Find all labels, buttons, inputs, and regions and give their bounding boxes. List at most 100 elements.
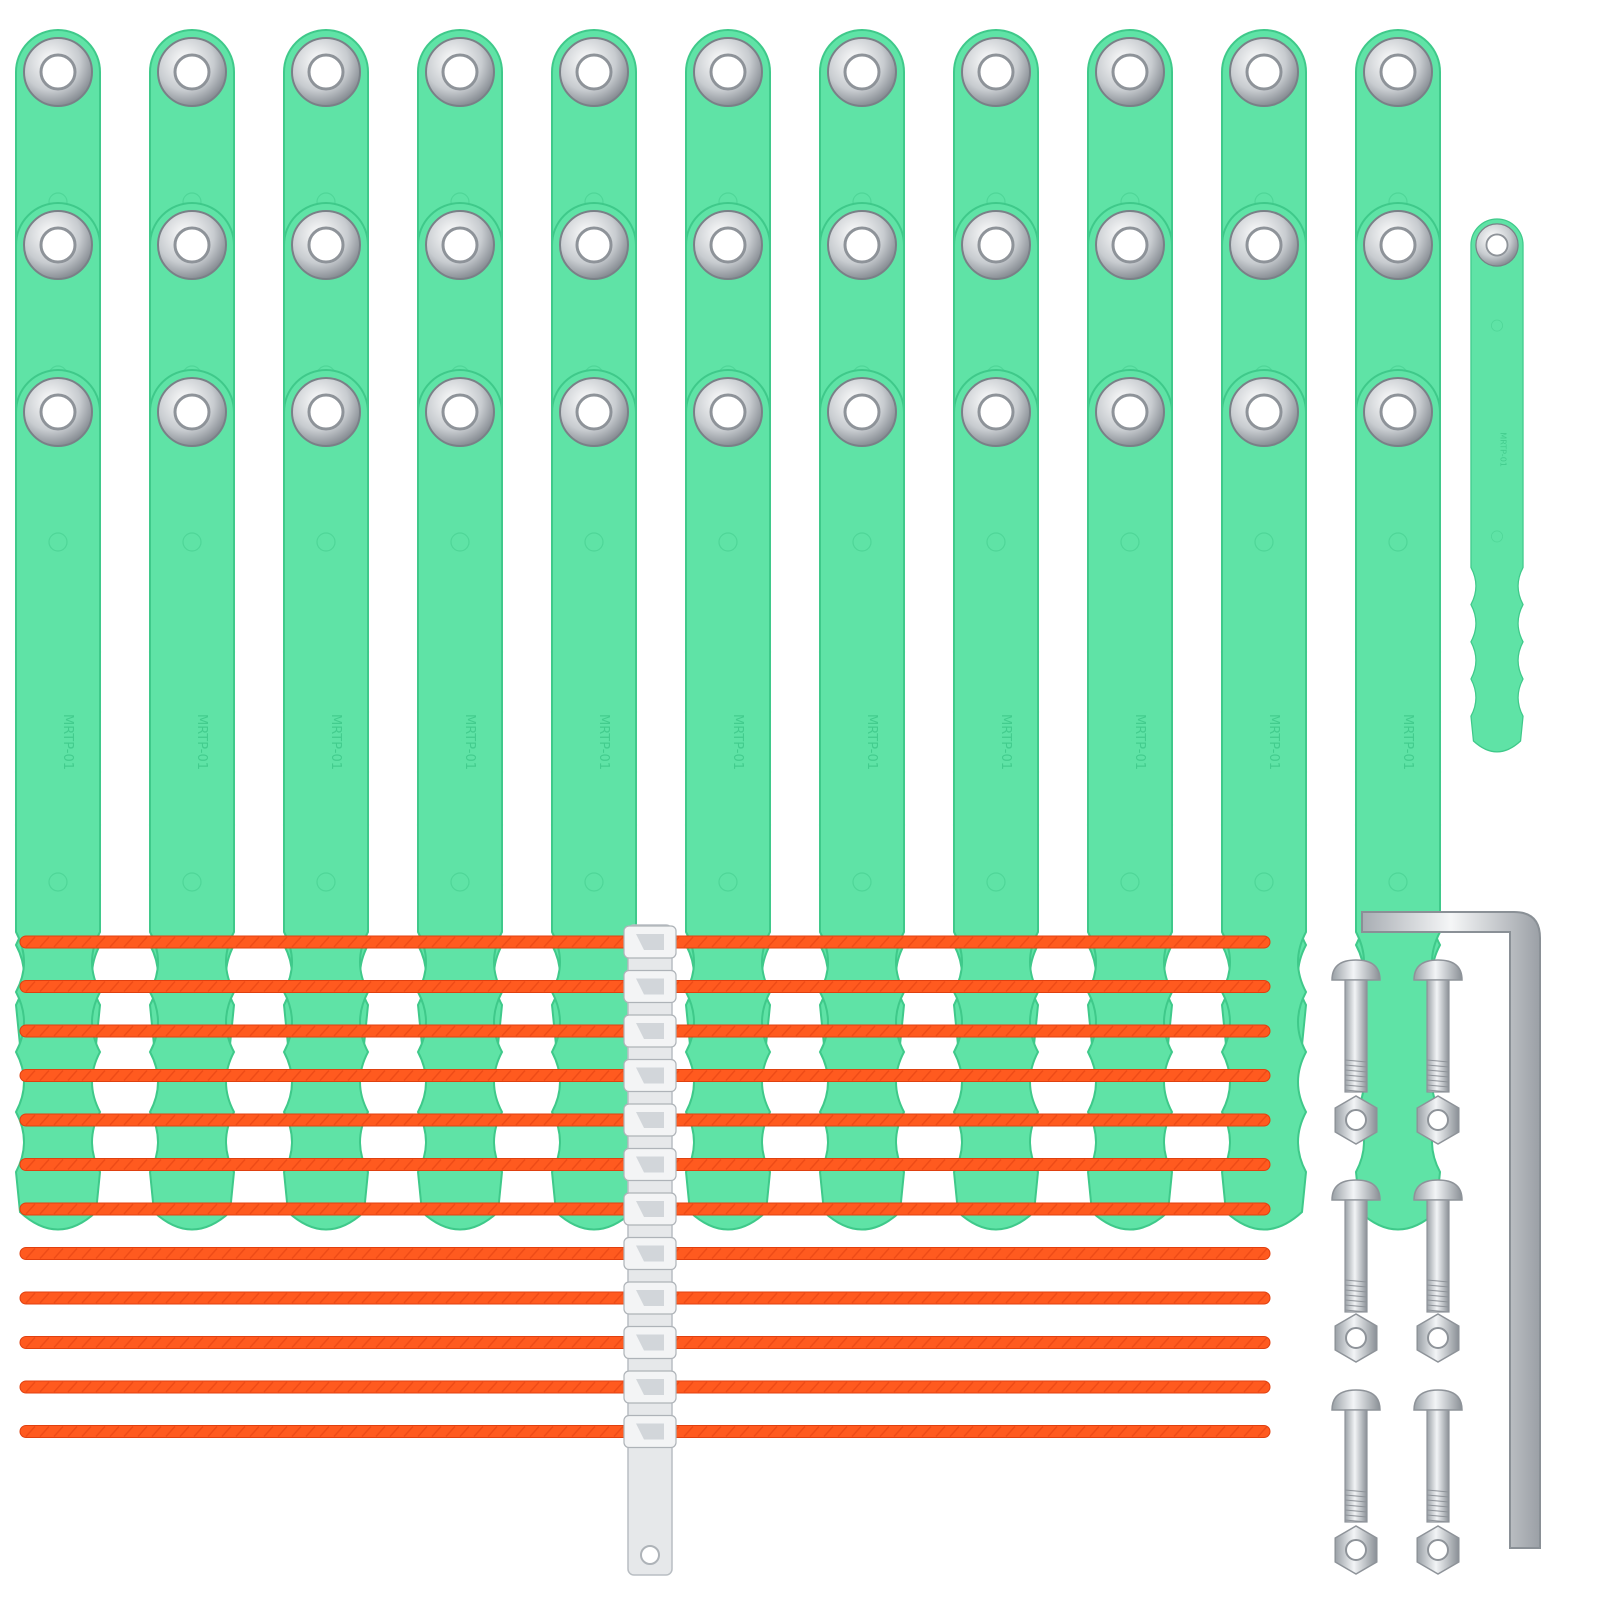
blade-mark: MRTP-01	[60, 714, 75, 770]
blade-mark: MRTP-01	[1266, 714, 1281, 770]
blade-dimple	[1491, 319, 1503, 332]
blade-dimple	[852, 532, 872, 552]
grommet-hole	[307, 393, 345, 431]
blade-body	[1354, 369, 1442, 1231]
grommet-hole	[1379, 226, 1417, 264]
line-twist	[25, 1070, 1268, 1081]
clip-slot	[636, 1245, 664, 1262]
nut-icon	[1334, 1525, 1378, 1575]
blade-dimple	[718, 532, 738, 552]
bolt-icon	[1331, 1179, 1381, 1313]
grommet-hole	[575, 226, 613, 264]
grommet-hole	[977, 226, 1015, 264]
grommet-hole	[39, 53, 77, 91]
blade: MRTP-01	[148, 369, 236, 1231]
blade-dimple	[852, 872, 872, 892]
blade-body	[818, 369, 906, 1231]
clip-slot	[636, 1023, 664, 1039]
grommet-hole	[1111, 53, 1149, 91]
blade: MRTP-01	[952, 369, 1040, 1231]
line-holder-clip	[623, 924, 677, 1576]
blade: MRTP-01	[818, 369, 906, 1231]
grommet-hole	[575, 393, 613, 431]
blade: MRTP-01	[1220, 369, 1308, 1231]
nut-icon	[1416, 1313, 1460, 1363]
grommet-hole	[977, 53, 1015, 91]
blade-dimple	[450, 872, 470, 892]
line-twist	[25, 1203, 1268, 1215]
blade: MRTP-01	[282, 369, 370, 1231]
line-twist	[25, 1025, 1268, 1037]
grommet-hole	[1245, 53, 1283, 91]
grommet-hole	[39, 393, 77, 431]
blade-dimple	[316, 872, 336, 892]
blade-body	[1086, 369, 1174, 1231]
grommet-hole	[307, 53, 345, 91]
blade: MRTP-01	[416, 369, 504, 1231]
blade-mark: MRTP-01	[730, 714, 745, 770]
nut-icon	[1334, 1313, 1378, 1363]
grommet-hole	[843, 53, 881, 91]
blade-mark: MRTP-01	[194, 714, 209, 770]
blade-mark: MRTP-01	[1132, 714, 1147, 770]
blade-dimple	[182, 872, 202, 892]
blade-body	[684, 369, 772, 1231]
clip-slot	[636, 1290, 664, 1306]
grommet-hole	[843, 393, 881, 431]
blade-body	[14, 369, 102, 1231]
blade-dimple	[584, 532, 604, 552]
blade-dimple	[182, 532, 202, 552]
line-twist	[25, 1426, 1268, 1437]
blade-body	[1470, 218, 1524, 753]
grommet-hole	[173, 393, 211, 431]
blade-body	[550, 369, 638, 1231]
blade-dimple	[1491, 530, 1503, 543]
blade-dimple	[986, 532, 1006, 552]
grommet-hole	[1245, 393, 1283, 431]
blade-body	[952, 369, 1040, 1231]
bolt-icon	[1413, 959, 1463, 1093]
line-twist	[25, 1337, 1268, 1348]
blade-mark: MRTP-01	[462, 714, 477, 770]
hex-key	[1361, 911, 1541, 1549]
blade-mark: MRTP-01	[998, 714, 1013, 770]
grommet-hole	[441, 226, 479, 264]
nut-icon	[1416, 1095, 1460, 1145]
blade-dimple	[1254, 872, 1274, 892]
blade-dimple	[1120, 872, 1140, 892]
line-twist	[25, 1114, 1268, 1126]
clip-slot	[636, 1201, 664, 1217]
clip-slot	[636, 1423, 664, 1440]
hardware-set	[1331, 959, 1463, 1575]
blade: MRTP-01	[550, 369, 638, 1231]
grommet-hole	[1379, 53, 1417, 91]
clip-slot	[636, 934, 664, 950]
grommet-hole	[843, 226, 881, 264]
grommet-hole	[173, 53, 211, 91]
line-twist	[25, 1381, 1268, 1393]
grommet-hole	[977, 393, 1015, 431]
blade-dimple	[1120, 532, 1140, 552]
line-twist	[25, 981, 1268, 992]
blade-mark: MRTP-01	[328, 714, 343, 770]
blade: MRTP-01	[14, 369, 102, 1231]
trimmer-lines	[19, 924, 1271, 1576]
grommet-hole	[709, 53, 747, 91]
blade-dimple	[1388, 872, 1408, 892]
line-twist	[25, 936, 1268, 948]
grommet-hole	[1485, 233, 1509, 257]
grommet-hole	[709, 393, 747, 431]
blade-dimple	[450, 532, 470, 552]
grommet-hole	[173, 226, 211, 264]
clip-slot	[636, 1334, 664, 1351]
grommet-hole	[1245, 226, 1283, 264]
grommet-hole	[441, 53, 479, 91]
grommet-hole	[307, 226, 345, 264]
hang-hole-icon	[640, 1545, 660, 1565]
blade-dimple	[1388, 532, 1408, 552]
nut-icon	[1334, 1095, 1378, 1145]
blade-body	[416, 369, 504, 1231]
nut-icon	[1416, 1525, 1460, 1575]
